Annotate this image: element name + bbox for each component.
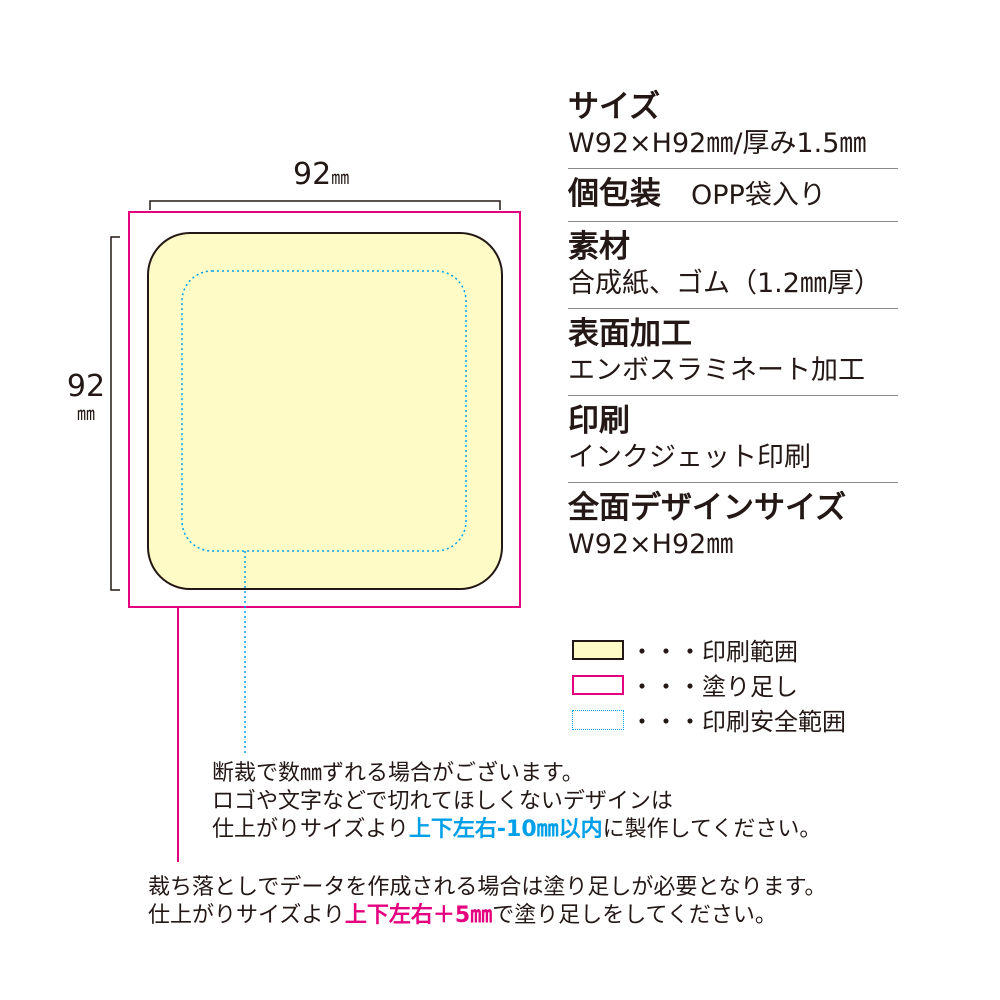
note-text: で塗り足しをしてください。: [492, 903, 777, 928]
note-line: 裁ち落としでデータを作成される場合は塗り足しが必要となります。: [148, 875, 827, 900]
width-dimension-unit: ㎜: [331, 168, 350, 189]
note-text: 仕上がりサイズより: [148, 903, 345, 928]
safe-area: [181, 270, 467, 552]
spec-printing: 印刷 インクジェット印刷: [568, 402, 898, 483]
spec-value: OPP袋入り: [691, 180, 826, 211]
spec-title: 個包装: [568, 176, 661, 212]
legend-label: ・・・印刷安全範囲: [630, 708, 846, 736]
spec-list: サイズ W92×H92㎜/厚み1.5㎜ 個包装 OPP袋入り 素材 合成紙、ゴム（…: [568, 88, 898, 575]
spec-title: 表面加工: [568, 316, 692, 352]
legend-item-bleed: ・・・塗り足し: [572, 667, 846, 702]
spec-material: 素材 合成紙、ゴム（1.2㎜厚）: [568, 228, 898, 309]
spec-size: サイズ W92×H92㎜/厚み1.5㎜: [568, 88, 898, 169]
spec-value: 合成紙、ゴム（1.2㎜厚）: [568, 268, 881, 299]
width-dimension-value: 92: [293, 157, 332, 192]
bleed-note: 裁ち落としでデータを作成される場合は塗り足しが必要となります。 仕上がりサイズよ…: [148, 874, 826, 930]
note-line: 断裁で数㎜ずれる場合がございます。: [212, 761, 584, 786]
height-dimension-value: 92: [66, 369, 106, 404]
safe-area-note: 断裁で数㎜ずれる場合がございます。 ロゴや文字などで切れてほしくないデザインは …: [212, 760, 821, 844]
legend-label: ・・・印刷範囲: [630, 638, 798, 666]
spec-value: W92×H92㎜: [568, 529, 734, 560]
bleed-area: [128, 211, 521, 608]
spec-title: 全面デザインサイズ: [568, 490, 847, 526]
print-area-swatch: [572, 639, 624, 660]
bleed-swatch: [572, 674, 624, 695]
width-dimension-label: 92㎜: [293, 160, 349, 190]
spec-title: サイズ: [568, 89, 661, 125]
spec-title: 素材: [568, 229, 630, 265]
height-dimension-bracket: [110, 236, 120, 591]
height-dimension-unit: ㎜: [77, 404, 95, 425]
spec-packaging: 個包装 OPP袋入り: [568, 175, 898, 222]
note-line: ロゴや文字などで切れてほしくないデザインは: [212, 789, 673, 814]
legend-item-print-area: ・・・印刷範囲: [572, 632, 846, 667]
spec-design-size: 全面デザインサイズ W92×H92㎜: [568, 489, 898, 569]
legend-label: ・・・塗り足し: [630, 673, 798, 701]
spec-finish: 表面加工 エンボスラミネート加工: [568, 315, 898, 396]
width-dimension-bracket: [149, 200, 501, 210]
spec-value: インクジェット印刷: [568, 442, 811, 473]
note-text: に製作してください。: [602, 817, 822, 842]
height-dimension-label: 92 ㎜: [66, 372, 106, 424]
print-area: [147, 232, 503, 590]
safe-area-swatch: [572, 709, 624, 730]
note-text: 仕上がりサイズより: [212, 817, 409, 842]
legend: ・・・印刷範囲 ・・・塗り足し ・・・印刷安全範囲: [572, 632, 846, 737]
legend-item-safe-area: ・・・印刷安全範囲: [572, 702, 846, 737]
spec-value: W92×H92㎜/厚み1.5㎜: [568, 128, 867, 159]
safe-margin-highlight: 上下左右-10㎜以内: [408, 817, 603, 842]
bleed-margin-highlight: 上下左右＋5㎜: [344, 903, 493, 928]
spec-value: エンボスラミネート加工: [568, 355, 865, 386]
spec-title: 印刷: [568, 403, 630, 439]
